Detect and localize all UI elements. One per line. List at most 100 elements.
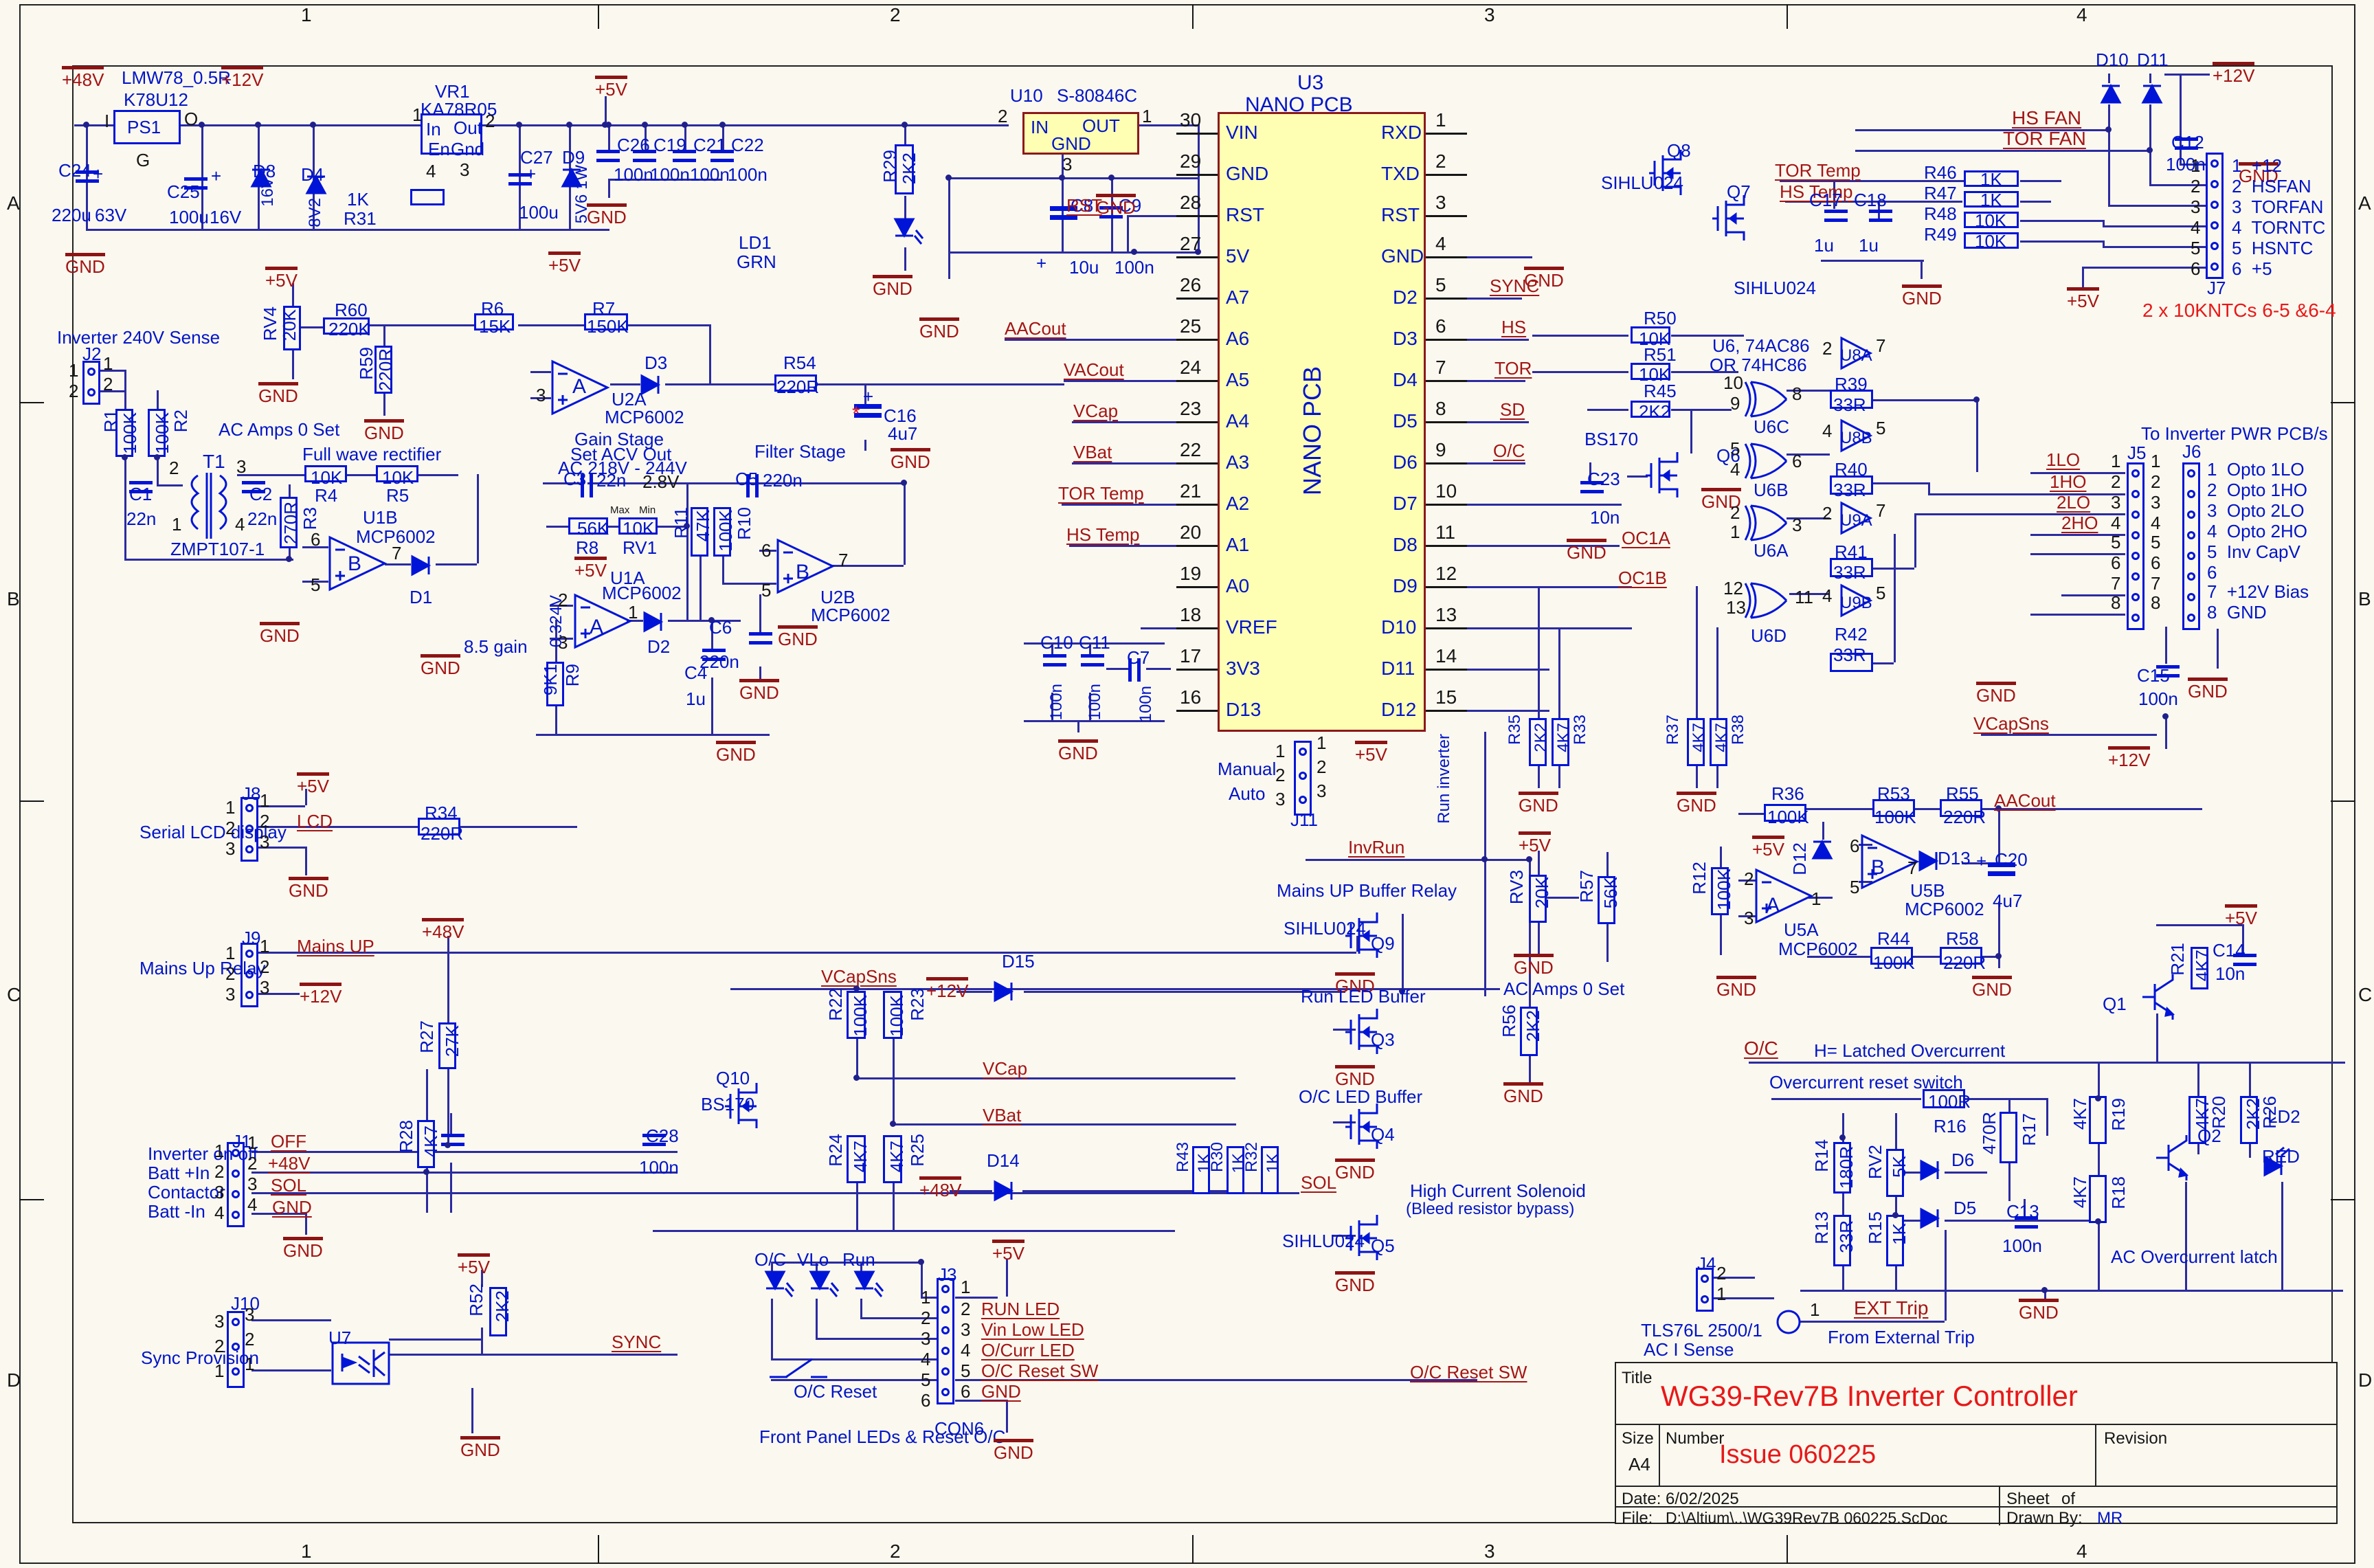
label-r11: R11 bbox=[671, 507, 691, 539]
capacitor bbox=[710, 150, 734, 153]
label-8: 8 bbox=[2151, 592, 2161, 613]
label-4: 4 bbox=[2111, 513, 2121, 533]
label-2: 2 bbox=[214, 1336, 225, 1356]
component-box bbox=[1192, 1146, 1210, 1194]
label-mcp6002: MCP6002 bbox=[605, 407, 684, 427]
label-10k: 10K bbox=[1639, 328, 1671, 349]
label-j2: J2 bbox=[82, 344, 102, 364]
u3-pin-number: 12 bbox=[1435, 563, 1457, 584]
label-2k2: 2K2 bbox=[492, 1290, 513, 1323]
label-4u7: 4u7 bbox=[888, 423, 918, 444]
label--48v: +48V bbox=[268, 1153, 311, 1174]
label-4k7: 4K7 bbox=[2192, 950, 2213, 982]
label-mcp6002: MCP6002 bbox=[602, 583, 682, 603]
junction-dot bbox=[682, 122, 688, 128]
label--: + bbox=[526, 164, 537, 184]
label--: + bbox=[211, 166, 222, 186]
label-2-8v: 2.8V bbox=[642, 471, 680, 492]
u3-pin-number: 27 bbox=[1180, 233, 1202, 254]
label--5v: +5V bbox=[1355, 741, 1387, 763]
wire bbox=[709, 324, 711, 383]
wire bbox=[74, 124, 1009, 126]
label-u7: U7 bbox=[328, 1328, 352, 1348]
label--12v: +12V bbox=[2213, 62, 2255, 85]
diode-icon bbox=[643, 611, 664, 633]
label-270r: 270R bbox=[280, 502, 301, 545]
label-10k: 10K bbox=[1975, 231, 2007, 251]
capacitor bbox=[2175, 146, 2198, 150]
wire bbox=[1945, 1172, 1987, 1174]
u3-pin-name: GND bbox=[1226, 163, 1269, 184]
label-ac-overcurrent-latch: AC Overcurrent latch bbox=[2111, 1246, 2278, 1267]
wire bbox=[237, 474, 306, 476]
connector-pin bbox=[1299, 796, 1307, 804]
label-1-12: 1 +12 bbox=[2232, 155, 2283, 176]
wire bbox=[450, 1163, 452, 1213]
label-100k: 100K bbox=[715, 510, 736, 552]
u3-pin-stub bbox=[1176, 545, 1218, 547]
label-c23: C23 bbox=[1587, 469, 1620, 489]
junction-dot bbox=[286, 556, 292, 562]
wire bbox=[2249, 1062, 2251, 1096]
junction-dot bbox=[1995, 805, 2002, 811]
wire bbox=[1855, 129, 2109, 131]
transistor-icon bbox=[2142, 974, 2175, 1020]
u3-pin-stub bbox=[1426, 545, 1467, 547]
u3-pin-number: 22 bbox=[1180, 439, 1202, 460]
junction-dot bbox=[684, 523, 690, 529]
component-box bbox=[1552, 718, 1569, 766]
label-2-hsfan: 2 HSFAN bbox=[2232, 176, 2311, 197]
connector-pin bbox=[941, 1388, 950, 1396]
diode-icon bbox=[561, 167, 583, 188]
capacitor bbox=[242, 481, 265, 484]
connector-pin bbox=[87, 388, 96, 396]
u3-pin-stub bbox=[1426, 462, 1467, 464]
label-2: 2 bbox=[1275, 765, 1286, 785]
wire bbox=[2123, 1062, 2144, 1064]
label-ac-amps-0-set: AC Amps 0 Set bbox=[219, 419, 340, 440]
wire bbox=[722, 124, 724, 152]
frame-tick bbox=[1787, 4, 1788, 29]
label-d4: D4 bbox=[301, 164, 324, 185]
wire bbox=[608, 124, 610, 152]
label-4: 4 bbox=[235, 514, 245, 535]
label-220r: 220R bbox=[776, 377, 820, 397]
led-icon bbox=[2263, 1146, 2290, 1177]
component-box bbox=[2089, 1096, 2107, 1144]
label-r56: R56 bbox=[1499, 1005, 1519, 1038]
wire bbox=[921, 1262, 923, 1297]
label-100n: 100n bbox=[614, 164, 653, 185]
label-1: 1 bbox=[1811, 888, 1822, 909]
component-box bbox=[421, 113, 482, 155]
label-gnd: GND bbox=[1972, 976, 2012, 998]
connector-pin bbox=[245, 804, 254, 812]
label--5v: +5V bbox=[574, 557, 607, 579]
wire bbox=[1738, 813, 1764, 815]
label-c24: C24 bbox=[58, 160, 91, 181]
label-c21: C21 bbox=[693, 135, 726, 155]
wire bbox=[1787, 517, 1830, 519]
label-serial-lcd-display: Serial LCD display bbox=[139, 822, 287, 842]
capacitor bbox=[854, 413, 882, 418]
label-3: 3 bbox=[260, 977, 270, 998]
row-label: B bbox=[2358, 588, 2371, 609]
wire bbox=[587, 482, 904, 484]
label-220k: 220K bbox=[328, 319, 370, 339]
wire bbox=[471, 1388, 473, 1433]
label-10k: 10K bbox=[382, 467, 414, 488]
wire bbox=[1895, 1266, 1897, 1290]
file-value: D:\Altium\..\WG39Rev7B 060225.ScDoc bbox=[1666, 1509, 1948, 1527]
u3-pin-number: 17 bbox=[1180, 645, 1202, 667]
junction-dot bbox=[642, 122, 648, 128]
label-r55: R55 bbox=[1946, 783, 1979, 804]
label-mains-up-buffer-relay: Mains UP Buffer Relay bbox=[1277, 880, 1457, 901]
wire bbox=[1771, 1098, 1921, 1100]
label-q5: Q5 bbox=[1371, 1235, 1395, 1256]
capacitor bbox=[1580, 481, 1604, 484]
label-220r: 220R bbox=[421, 823, 464, 844]
label-gain-stage: Gain Stage bbox=[574, 429, 664, 449]
label-3-torfan: 3 TORFAN bbox=[2232, 197, 2324, 217]
label-gnd: Gnd bbox=[451, 139, 485, 159]
u3-pin-name: A1 bbox=[1226, 534, 1250, 555]
